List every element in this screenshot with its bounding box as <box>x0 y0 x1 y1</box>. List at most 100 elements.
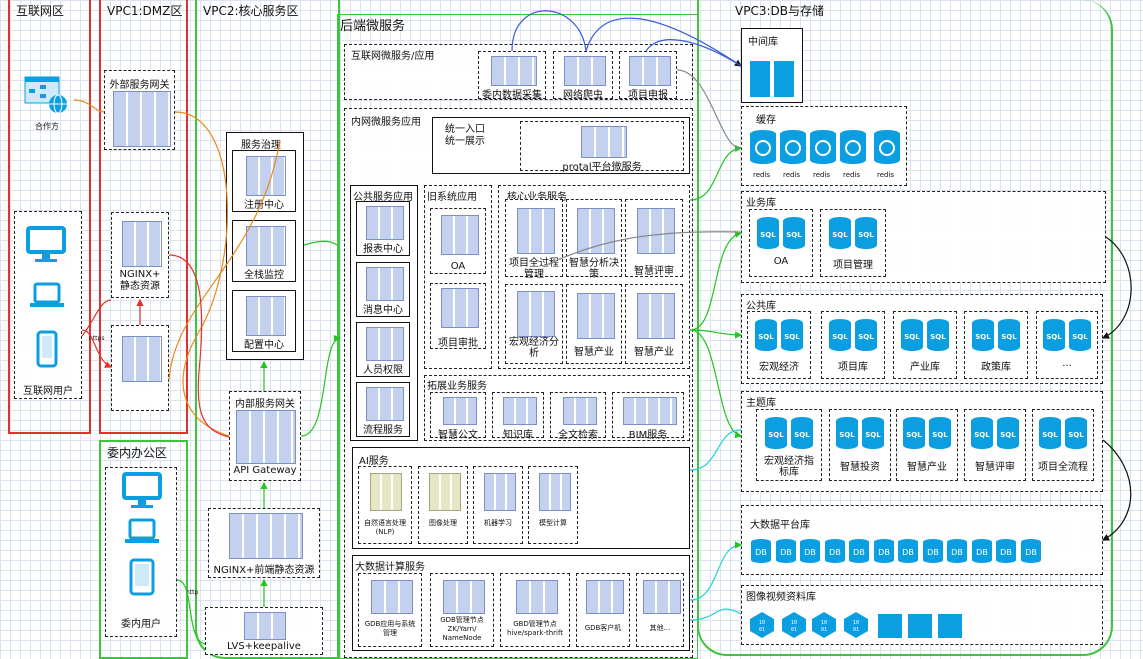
server-icon <box>623 397 677 425</box>
governance-item-label: 注册中心 <box>244 200 284 211</box>
hex-label: 10 <box>791 620 797 626</box>
core-business-label: 宏观经济分 析 <box>509 337 559 359</box>
core-zone-title: VPC2:核心服务区 <box>203 4 299 18</box>
redis-icon <box>778 128 808 166</box>
extended-label: 智慧公文 <box>438 430 478 441</box>
hex-label: 10 <box>821 620 827 626</box>
bigdata-compute-item: GDB应用与系统 管理 <box>358 573 422 647</box>
cache-title: 缓存 <box>756 115 776 126</box>
legacy-item-label: 项目审批 <box>438 338 478 349</box>
server-icon <box>637 293 675 339</box>
db-cylinder-icon: DB <box>922 538 944 564</box>
db-cylinder-icon: DB <box>750 538 772 564</box>
redis-label: redis <box>843 171 861 179</box>
theme-db-title: 主题库 <box>746 398 776 409</box>
svg-text:DB: DB <box>755 548 767 557</box>
public-service-item: 报表中心 <box>356 201 410 256</box>
sql-badge: SQL <box>786 231 802 239</box>
sql-badge: SQL <box>975 333 991 341</box>
governance-title: 服务治理 <box>241 140 281 151</box>
server-icon <box>443 580 485 614</box>
redis-icon <box>808 128 838 166</box>
api-gateway-label: API Gateway <box>233 465 297 476</box>
db-cylinder-icon: DB <box>775 538 797 564</box>
server-icon <box>517 291 555 337</box>
internet-services-title: 互联网微服务/应用 <box>351 51 435 62</box>
svg-text:DB: DB <box>1000 548 1012 557</box>
db-cylinder-icon: DB <box>946 538 968 564</box>
server-icon <box>577 208 615 254</box>
desktop-icon <box>26 226 66 264</box>
video-block-icon <box>878 614 902 638</box>
sql-badge: SQL <box>1000 431 1016 439</box>
svg-text:DB: DB <box>902 548 914 557</box>
core-business-label: 智慧分析决 策 <box>569 258 619 280</box>
server-icon <box>563 397 597 425</box>
sql-badge: SQL <box>865 431 881 439</box>
sql-badge: SQL <box>904 333 920 341</box>
http-label: http <box>186 589 199 596</box>
server-icon <box>246 156 286 196</box>
governance-item: 注册中心 <box>232 150 296 212</box>
ai-item: 机器学习 <box>473 466 523 544</box>
ai-label: 机器学习 <box>484 519 512 527</box>
lvs-label: LVS+keepalive <box>227 641 301 652</box>
internal-gateway-box: 内部服务网关 API Gateway <box>229 391 301 481</box>
external-gateway-box: 外部服务网关 <box>104 70 175 150</box>
queue-icon <box>750 61 770 97</box>
sql-badge: SQL <box>906 431 922 439</box>
server-icon <box>443 397 477 425</box>
hex-label: 01 <box>759 627 765 633</box>
partner-label: 合作方 <box>35 122 59 131</box>
core-business-label: 智慧评审 <box>634 266 674 277</box>
ai-item: 图像处理 <box>418 466 468 544</box>
office-zone-title: 委内办公区 <box>107 446 168 460</box>
public-service-label: 报表中心 <box>363 244 403 255</box>
intranet-title: 内网微服务应用 <box>351 117 421 128</box>
public-service-item: 人员权限 <box>356 322 410 377</box>
db-cylinder-icon: DB <box>971 538 993 564</box>
governance-item-label: 配置中心 <box>244 340 284 351</box>
svg-text:DB: DB <box>927 548 939 557</box>
extended-label: 知识库 <box>503 430 533 441</box>
bigdata-compute-label: 其他... <box>649 624 671 632</box>
laptop-icon <box>125 518 159 548</box>
ai-item: 自然语言处理 (NLP) <box>358 466 412 544</box>
server-icon <box>244 612 286 640</box>
external-gateway-label: 外部服务网关 <box>109 80 170 91</box>
sql-badge: SQL <box>858 333 874 341</box>
server-icon <box>429 473 461 511</box>
hex-label: 01 <box>853 627 859 633</box>
public-service-item: 流程服务 <box>356 382 410 437</box>
office-zone: 委内办公区 <box>99 440 188 659</box>
redis-label: redis <box>753 171 771 179</box>
bigdata-compute-item: 其他... <box>636 573 684 647</box>
legacy-title: 旧系统应用 <box>427 192 477 203</box>
internet-zone-title: 互联网区 <box>16 4 65 18</box>
redis-icon <box>838 128 868 166</box>
nginx-frontend-box: NGINX+前端静态资源 <box>208 508 320 578</box>
db-zone-title: VPC3:DB与存储 <box>735 4 824 18</box>
sql-badge: SQL <box>858 231 874 239</box>
server-cluster-icon <box>236 410 296 464</box>
db-cylinder-icon: DB <box>873 538 895 564</box>
server-icon <box>629 56 671 86</box>
public-db-label: 宏观经济 <box>759 362 799 373</box>
public-service-item: 消息中心 <box>356 262 410 317</box>
legacy-item: 项目审批 <box>430 283 486 349</box>
hex-label: 10 <box>853 620 859 626</box>
extended-label: 全文检索 <box>558 430 598 441</box>
lvs-box: LVS+keepalive <box>205 607 323 655</box>
server-icon <box>564 56 606 86</box>
db-cylinder-icon: DB <box>799 538 821 564</box>
legacy-item-label: OA <box>450 261 466 272</box>
internet-service-label: 委内数据采集 <box>482 90 542 101</box>
sql-badge: SQL <box>1046 333 1062 341</box>
